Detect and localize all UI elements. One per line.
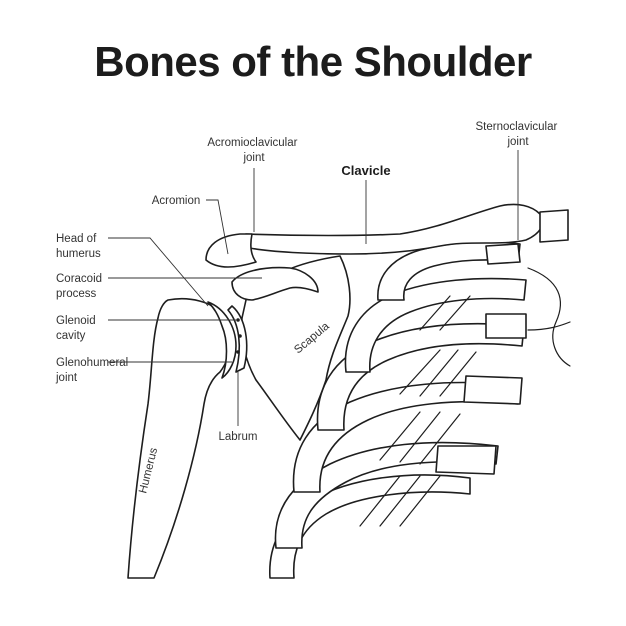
label-head-of-humerus: Head of humerus — [56, 233, 101, 260]
leader-lines — [108, 150, 519, 426]
label-clavicle: Clavicle — [341, 163, 390, 178]
scapula-bone — [240, 255, 351, 441]
labrum-dot-1 — [236, 318, 240, 322]
coracoid-bone — [231, 266, 319, 301]
costal-cartilage-1 — [485, 243, 521, 265]
head-of-humerus-cap — [207, 301, 237, 379]
humerus-bone — [127, 298, 232, 579]
rib-1 — [377, 241, 521, 301]
rib-cage — [269, 241, 571, 579]
clavicle-bone — [240, 203, 544, 255]
labrum-dot-2 — [238, 334, 242, 338]
sternoclavicular-end — [539, 209, 569, 243]
acromion-bone — [205, 233, 257, 268]
sternum-edge-lower — [527, 321, 571, 331]
costal-cartilage-2 — [485, 313, 527, 339]
sternum-edge — [527, 267, 571, 367]
label-sternoclavicular: Sternoclavicular joint — [475, 121, 560, 148]
label-acromioclavicular: Acromioclavicular joint — [207, 137, 300, 164]
label-glenohumeral-joint: Glenohumeral joint — [55, 357, 131, 384]
costal-cartilage-4 — [435, 445, 497, 475]
leader-acromion — [206, 199, 229, 255]
label-glenoid-cavity: Glenoid cavity — [56, 315, 99, 342]
glenoid-cavity — [227, 305, 248, 373]
rib-hatching — [359, 295, 477, 527]
rib-2 — [344, 277, 527, 373]
labrum-dot-3 — [236, 350, 240, 354]
label-acromion: Acromion — [152, 195, 201, 207]
leader-head-of-humerus — [108, 237, 209, 307]
label-labrum: Labrum — [219, 431, 258, 443]
diagram-title: Bones of the Shoulder — [94, 38, 532, 85]
label-coracoid-process: Coracoid process — [56, 273, 105, 300]
costal-cartilage-3 — [463, 375, 523, 405]
